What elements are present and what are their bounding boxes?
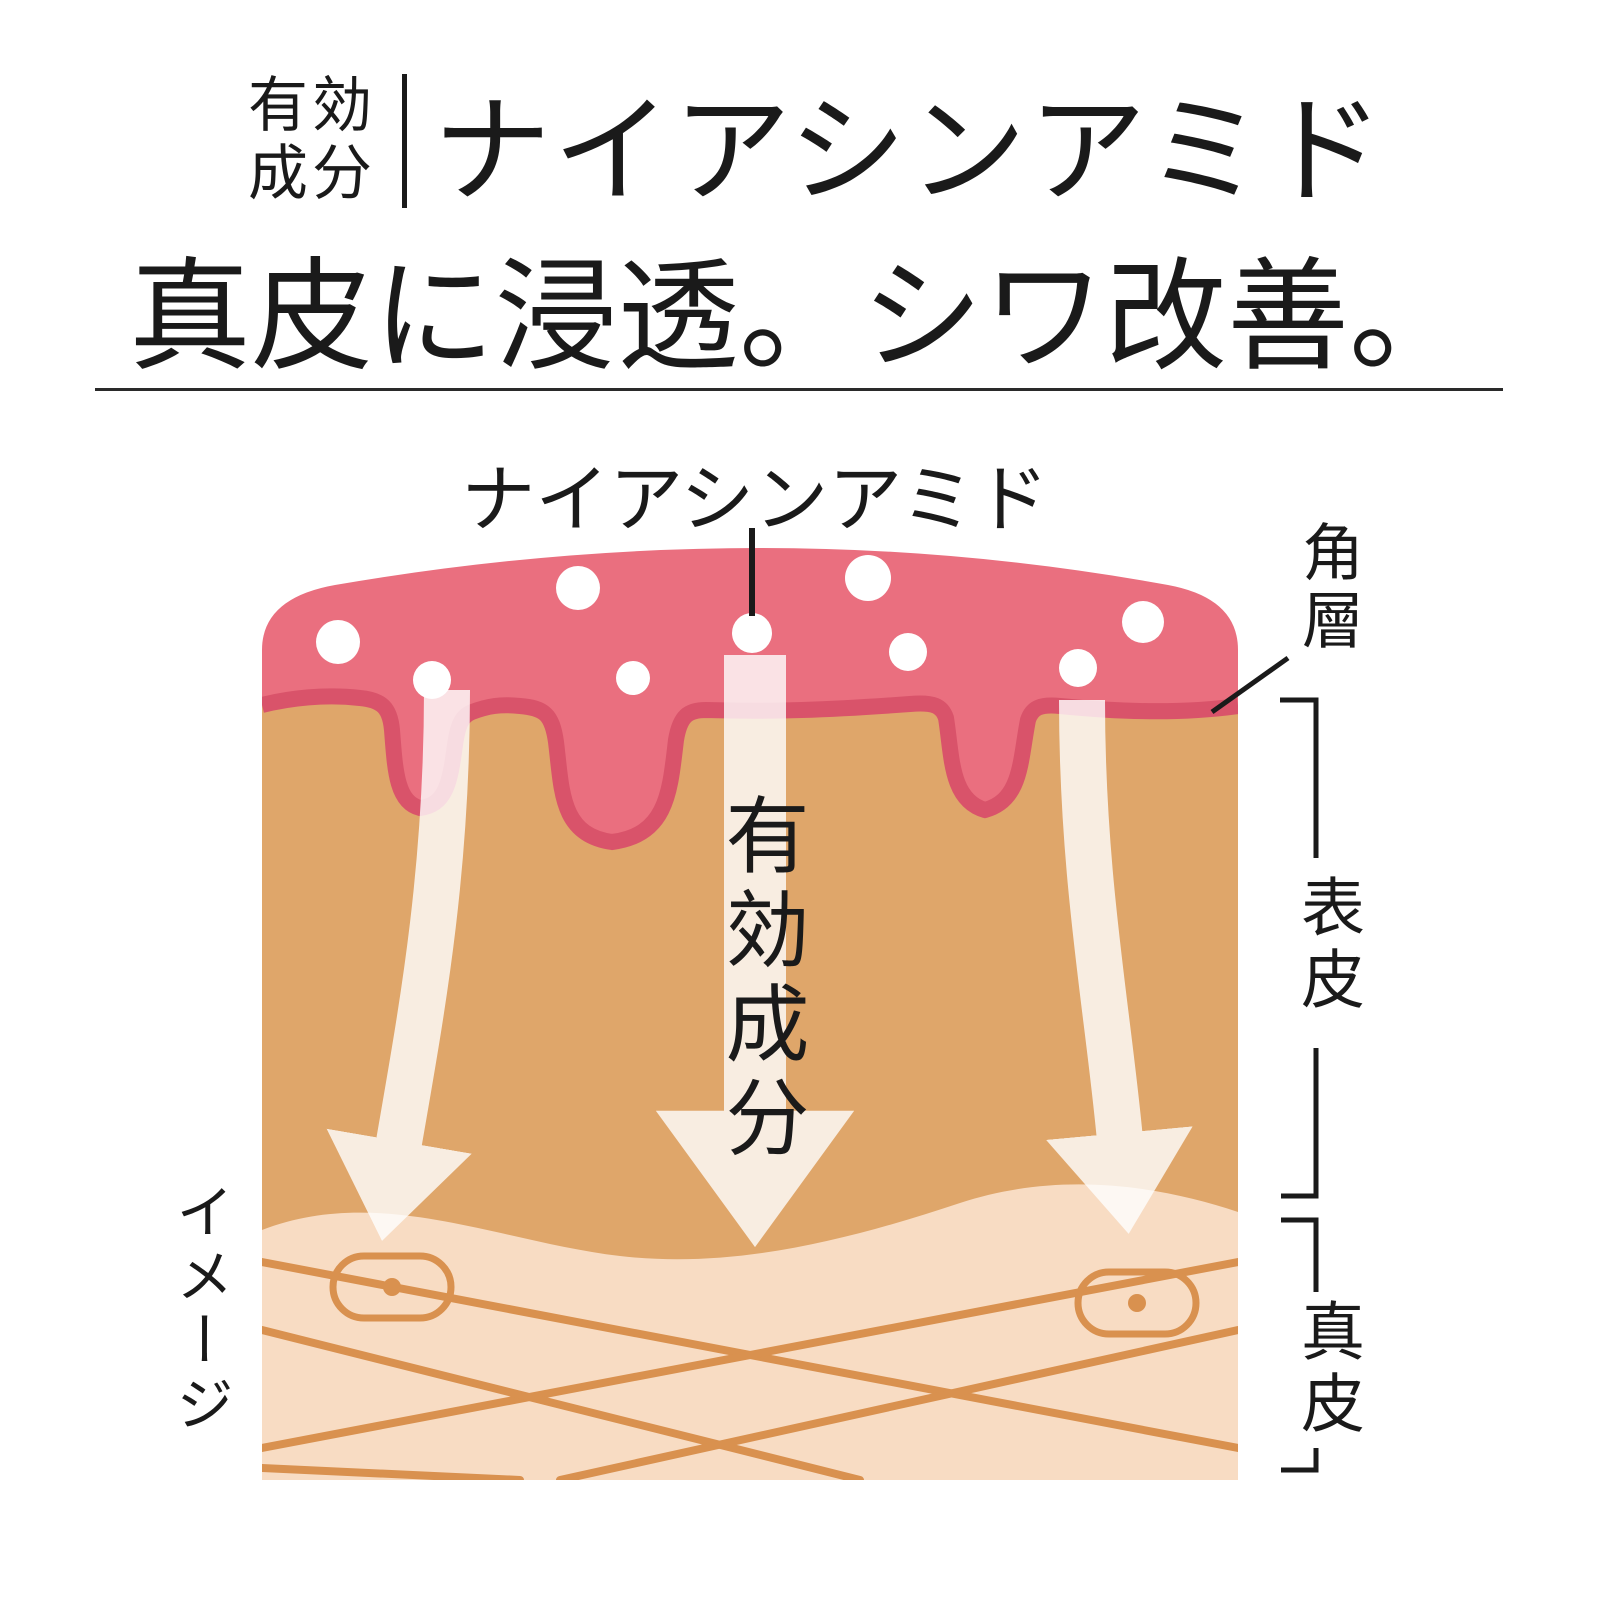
- badge-line1: 有効: [248, 71, 376, 142]
- badge-divider: [402, 73, 407, 208]
- fibroblast-cell-right: [1074, 1268, 1200, 1338]
- fibroblast-cell-left: [329, 1252, 455, 1322]
- dermis-label: 真皮: [1290, 1298, 1364, 1442]
- active-ingredient-label: 有効成分: [712, 792, 810, 1168]
- epidermis-label: 表皮: [1290, 874, 1364, 1018]
- tagline: 真皮に浸透。シワ改善。: [129, 246, 1471, 388]
- serum-layer-edge: [262, 688, 1238, 851]
- header: 有効 成分 ナイアシンアミド: [248, 55, 1386, 226]
- ingredient-label: ナイアシンアミド: [461, 457, 1049, 543]
- header-rule: [95, 388, 1503, 391]
- active-ingredient-badge: 有効 成分: [248, 71, 376, 209]
- niacinamide-dots: [316, 555, 1164, 699]
- stratum-pointer-line: [1210, 655, 1290, 715]
- badge-line2: 成分: [248, 138, 376, 209]
- penetration-arrow-left: [326, 689, 472, 1241]
- stratum-corneum-label: 角層: [1291, 520, 1364, 656]
- epidermis-bracket: [1280, 697, 1319, 1199]
- dermis-bracket: [1281, 1217, 1319, 1473]
- image-note-label: イメージ: [166, 1182, 234, 1438]
- page-title: ナイアシンアミド: [433, 82, 1386, 220]
- penetration-arrow-right: [1046, 699, 1193, 1234]
- collagen-fibers: [262, 1258, 1238, 1480]
- penetration-arrows: [326, 655, 1193, 1248]
